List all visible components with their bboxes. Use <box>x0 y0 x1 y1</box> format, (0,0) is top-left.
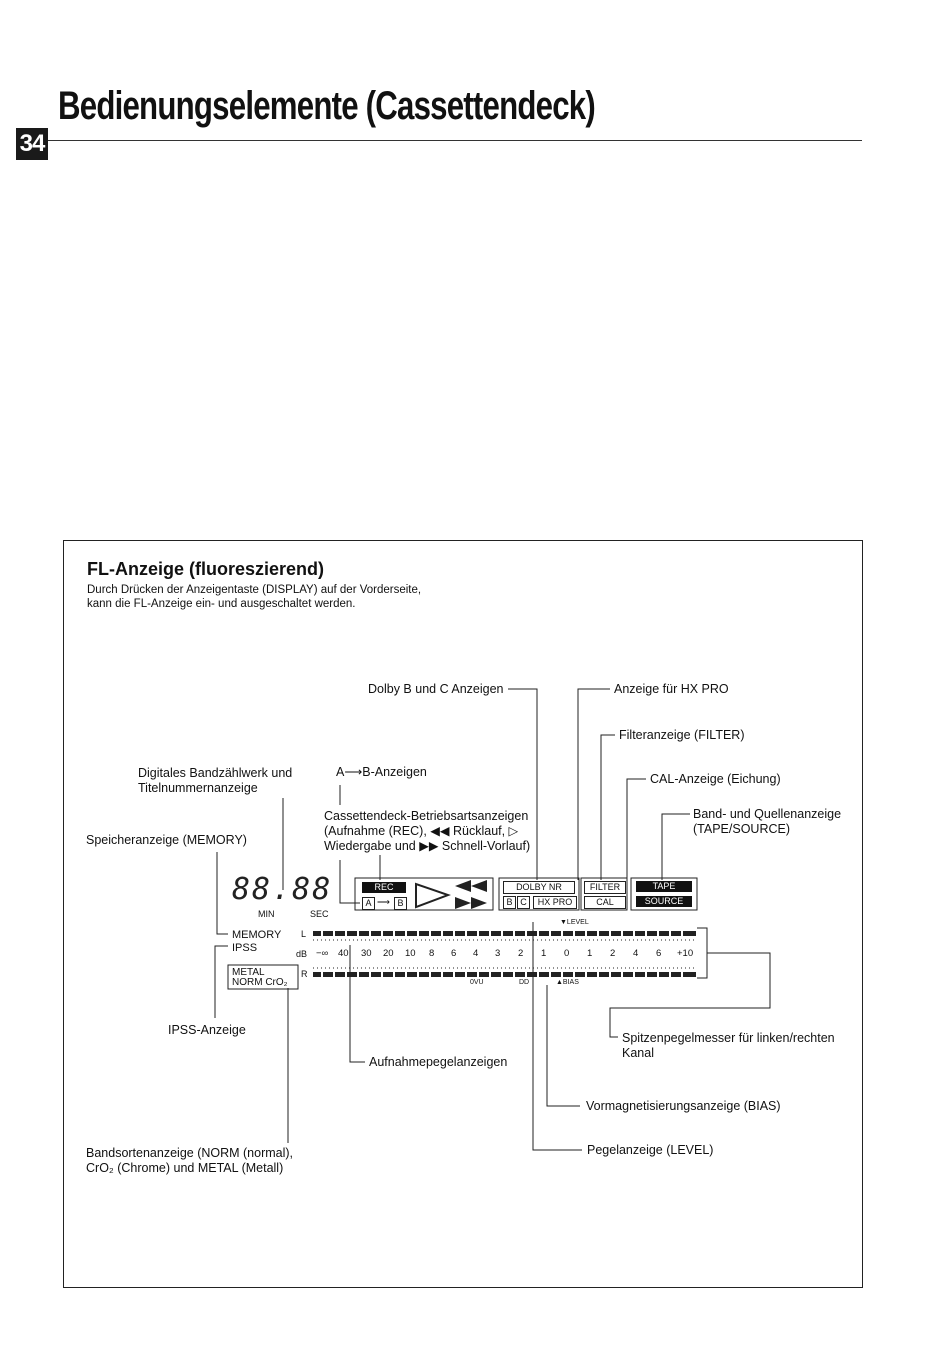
callout-mode-line-3: Wiedergabe und ▶▶ Schnell-Vorlauf) <box>324 839 531 853</box>
callout-tapetype-line-2: CrO₂ (Chrome) und METAL (Metall) <box>86 1161 284 1175</box>
callout-counter-line-2: Titelnummernanzeige <box>138 781 258 795</box>
scale-tick-label: 6 <box>451 948 457 959</box>
ipss-indicator: IPSS <box>232 942 258 954</box>
bias-mark: ▲BIAS <box>556 979 579 986</box>
page-number: 34 <box>16 128 48 160</box>
play-icon <box>415 882 451 909</box>
scale-tick-label: −∞ <box>316 948 329 959</box>
rec-indicator: REC <box>362 882 406 893</box>
callout-counter: Digitales Bandzählwerk und Titelnummerna… <box>138 766 292 796</box>
callout-level: Pegelanzeige (LEVEL) <box>587 1143 714 1157</box>
b-indicator: B <box>394 897 407 910</box>
right-channel-label: R <box>301 969 308 979</box>
section-intro: Durch Drücken der Anzeigentaste (DISPLAY… <box>87 583 507 611</box>
callout-ipss: IPSS-Anzeige <box>168 1023 246 1037</box>
normcro2-indicator: NORM CrO₂ <box>232 977 288 988</box>
callout-mode: Cassettendeck-Betriebsartsanzeigen (Aufn… <box>324 809 530 854</box>
scale-tick-label: 1 <box>587 948 593 959</box>
intro-line-1: Durch Drücken der Anzeigentaste (DISPLAY… <box>87 584 422 596</box>
scale-tick-label: 2 <box>518 948 524 959</box>
tape-indicator: TAPE <box>636 881 692 892</box>
dolby-nr-indicator: DOLBY NR <box>503 881 575 894</box>
callout-tape-source: Band- und Quellenanzeige (TAPE/SOURCE) <box>693 807 841 837</box>
scale-tick-label: 3 <box>495 948 501 959</box>
callout-counter-line-1: Digitales Bandzählwerk und <box>138 766 293 780</box>
title-rule <box>48 140 862 141</box>
scale-tick-label: 0 <box>564 948 570 959</box>
dolby-b-indicator: B <box>503 896 516 909</box>
metal-indicator: METAL <box>232 967 265 978</box>
callout-peak-line-2: Kanal <box>622 1046 654 1060</box>
callout-memory: Speicheranzeige (MEMORY) <box>86 833 247 847</box>
scale-tick-label: 10 <box>405 948 416 959</box>
intro-line-2: kann die FL-Anzeige ein- und ausgeschalt… <box>87 598 356 610</box>
callout-dolby: Dolby B und C Anzeigen <box>368 682 504 696</box>
section-frame <box>63 540 863 1288</box>
scale-tick-label: +10 <box>677 948 694 959</box>
db-label: dB <box>296 949 308 959</box>
scale-tick-label: 6 <box>656 948 662 959</box>
callout-filter: Filteranzeige (FILTER) <box>619 728 745 742</box>
left-channel-label: L <box>301 929 307 939</box>
callout-peak-line-1: Spitzenpegelmesser für linken/rechten <box>622 1031 835 1045</box>
callout-tape-line-1: Band- und Quellenanzeige <box>693 807 842 821</box>
callout-tape-type: Bandsortenanzeige (NORM (normal), CrO₂ (… <box>86 1146 293 1176</box>
scale-tick-label: 4 <box>633 948 639 959</box>
scale-tick-label: 2 <box>610 948 616 959</box>
callout-mode-line-1: Cassettendeck-Betriebsartsanzeigen <box>324 809 529 823</box>
callout-rec-level: Aufnahmepegelanzeigen <box>369 1055 508 1069</box>
callout-tapetype-line-1: Bandsortenanzeige (NORM (normal), <box>86 1146 294 1160</box>
level-mark: ▼LEVEL <box>560 919 589 926</box>
callout-mode-line-2: (Aufnahme (REC), ◀◀ Rücklauf, ▷ <box>324 824 519 838</box>
callout-bias: Vormagnetisierungsanzeige (BIAS) <box>586 1099 781 1113</box>
section-title: FL-Anzeige (fluoreszierend) <box>87 559 325 579</box>
dolby-c-indicator: C <box>517 896 530 909</box>
scale-tick-label: 40 <box>338 948 349 959</box>
a-indicator: A <box>362 897 375 910</box>
callout-ab: A⟶B-Anzeigen <box>336 765 427 779</box>
callout-cal: CAL-Anzeige (Eichung) <box>650 772 781 786</box>
cal-indicator: CAL <box>584 896 626 909</box>
callout-hxpro: Anzeige für HX PRO <box>614 682 729 696</box>
arrow-icon: ⟶ <box>377 897 390 907</box>
scale-tick-label: 1 <box>541 948 547 959</box>
counter-digits: 88.88 <box>232 872 333 907</box>
ovu-mark: 0VU <box>470 979 484 986</box>
filter-indicator: FILTER <box>584 881 626 894</box>
forward-icon <box>455 897 471 909</box>
rewind-icon <box>455 880 471 892</box>
dd-mark: DD <box>519 979 530 986</box>
scale-tick-label: 20 <box>383 948 394 959</box>
callout-peak: Spitzenpegelmesser für linken/rechten Ka… <box>622 1031 835 1061</box>
scale-tick-label: 4 <box>473 948 479 959</box>
scale-tick-label: 30 <box>361 948 372 959</box>
hxpro-indicator: HX PRO <box>533 896 577 909</box>
callout-tape-line-2: (TAPE/SOURCE) <box>693 822 790 836</box>
source-indicator: SOURCE <box>636 896 692 907</box>
scale-tick-label: 8 <box>429 948 435 959</box>
sec-label: SEC <box>310 909 329 919</box>
memory-indicator: MEMORY <box>232 929 282 941</box>
page-title: Bedienungselemente (Cassettendeck) <box>58 84 596 128</box>
min-label: MIN <box>258 909 275 919</box>
